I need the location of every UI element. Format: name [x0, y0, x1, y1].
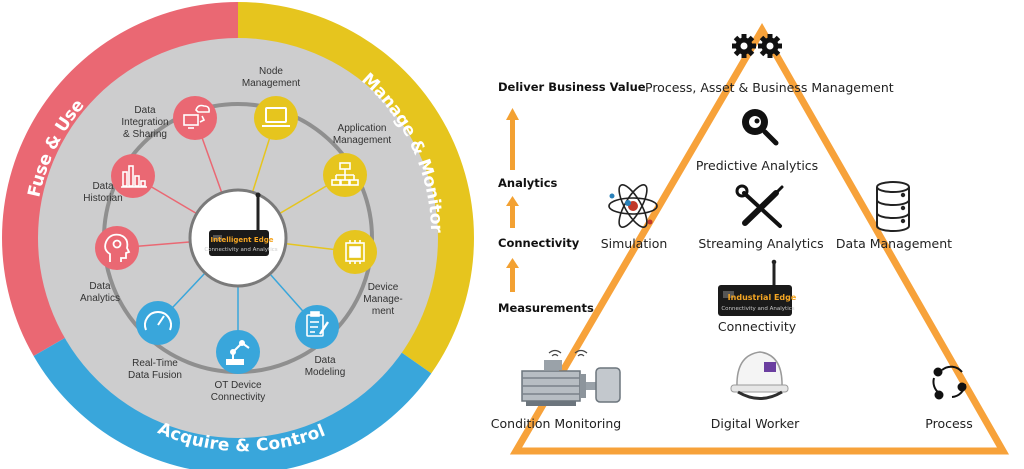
label-data-historian: Data Historian [83, 181, 123, 204]
arrow-up-icon [506, 196, 519, 228]
wheel-diagram: Fuse & Use Manage & Monitor Acquire & Co… [1, 2, 475, 469]
label-condition-monitoring: Condition Monitoring [490, 416, 622, 431]
intelligent-edge-device-icon: Intelligent Edge Connectivity and Analyt… [204, 192, 278, 256]
fuse-use-segment [1, 2, 238, 356]
bar-chart-icon [121, 165, 147, 188]
label-process-asset-business: Process, Asset & Business Management [645, 80, 894, 95]
atom-simulation-icon [608, 184, 658, 228]
stage-measurements: Measurements [498, 301, 594, 315]
label-simulation: Simulation [600, 236, 668, 251]
cloud-share-icon [183, 104, 210, 129]
node-application-management[interactable] [323, 153, 367, 197]
magnifier-brain-icon [742, 109, 779, 146]
label-data-management: Data Management [835, 236, 953, 251]
hierarchy-icon [331, 162, 359, 186]
label-digital-worker: Digital Worker [710, 416, 800, 431]
motor-icon [521, 349, 621, 406]
hub-tagline: Connectivity and Analytics [204, 247, 277, 253]
label-ot-device-connectivity: OT Device Connectivity [210, 380, 266, 403]
gateway-tagline: Connectivity and Analytics [721, 306, 794, 312]
label-connectivity: Connectivity [717, 319, 797, 334]
label-node-management: Node Management [241, 66, 301, 89]
stage-deliver-business-value: Deliver Business Value [498, 80, 646, 94]
gateway-brand: Industrial Edge [728, 293, 797, 302]
chip-icon [345, 240, 365, 264]
node-node-management[interactable] [254, 96, 298, 140]
robot-arm-icon [226, 340, 250, 365]
label-data-integration-sharing: Data Integration & Sharing [121, 105, 169, 140]
node-device-management[interactable] [333, 230, 377, 274]
acquire-control-segment [33, 336, 432, 469]
gears-icon [732, 34, 782, 58]
label-predictive-analytics: Predictive Analytics [695, 158, 819, 173]
stage-connectivity: Connectivity [498, 236, 580, 250]
label-real-time-data-fusion: Real-Time Data Fusion [128, 358, 182, 381]
node-ot-device-connectivity[interactable] [216, 330, 260, 374]
manage-monitor-segment [238, 2, 475, 374]
industrial-edge-device-icon: Industrial Edge Connectivity and Analyti… [718, 259, 797, 316]
stage-arrows [506, 108, 519, 292]
label-process: Process [925, 416, 973, 431]
label-device-management: Device Manage- ment [363, 282, 403, 317]
tools-icon [735, 184, 784, 228]
arrow-up-icon [506, 108, 519, 170]
node-data-analytics[interactable] [95, 226, 139, 270]
node-data-historian[interactable] [111, 154, 155, 198]
hard-hat-icon [730, 351, 789, 400]
arrow-up-icon [506, 258, 519, 292]
laptop-icon [262, 107, 290, 127]
node-data-integration-sharing[interactable] [173, 96, 217, 140]
node-data-modeling[interactable] [295, 305, 339, 349]
label-streaming-analytics: Streaming Analytics [698, 236, 824, 251]
pyramid-outline [509, 23, 1010, 455]
label-data-modeling: Data Modeling [304, 355, 346, 378]
stage-analytics: Analytics [498, 176, 558, 190]
gauge-icon [144, 311, 172, 331]
node-real-time-data-fusion[interactable] [136, 301, 180, 345]
cycle-process-icon [932, 365, 967, 400]
database-icon [876, 181, 910, 232]
clipboard-edit-icon [306, 311, 329, 337]
label-application-management: Application Management [332, 123, 392, 146]
label-data-analytics: Data Analytics [79, 281, 121, 304]
head-gear-icon [104, 233, 131, 262]
hub-brand: Intelligent Edge [211, 236, 274, 244]
pyramid-diagram: Industrial Edge Connectivity and Analyti… [506, 23, 1010, 455]
